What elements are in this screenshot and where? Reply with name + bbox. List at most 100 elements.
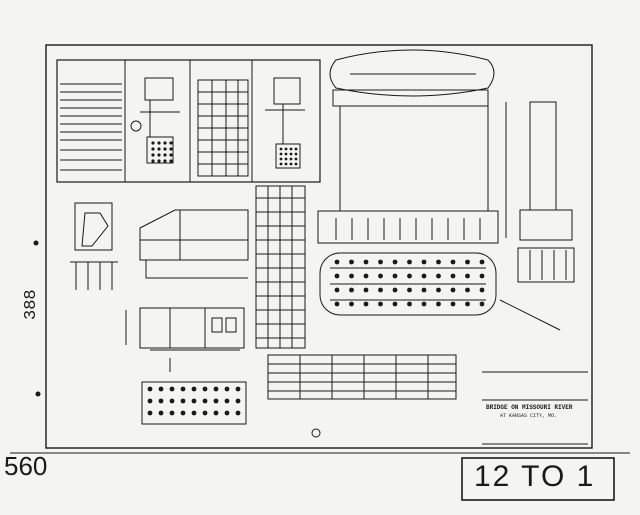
pile-dot [465,259,470,265]
pile-dot [334,287,340,293]
margin-number: 388 [22,289,41,320]
pile-dot [180,398,186,404]
pile-dot [436,273,441,279]
pile-dot [157,159,161,163]
pile-dot [349,273,354,279]
pile-plan [141,381,247,425]
pile-dot [151,141,155,145]
pile-dot [436,301,441,307]
pile-dot [169,386,175,392]
pile-dot [378,301,383,307]
pile-dot [465,273,470,279]
pile-dot [378,273,383,279]
pile-dot [235,410,241,416]
pier-side-view [499,101,575,331]
pile-dot [294,152,298,156]
pile-dot [289,157,293,161]
pile-dot [334,301,340,307]
pile-dot [213,386,219,392]
pile-dot [158,386,164,392]
pile-dot [151,147,155,151]
pile-dot [436,287,441,293]
pile-dot [479,259,485,265]
pile-dot [289,147,293,151]
pile-dot [169,159,173,163]
pile-dot [284,152,288,156]
pile-dot [279,162,283,166]
pile-dot [202,410,208,416]
pile-dot [202,398,208,404]
sheet-number-box [461,457,615,501]
upper-left-schedules [56,59,321,183]
pile-dot [279,152,283,156]
pile-dot [224,386,230,392]
pile-dot [147,398,153,404]
pile-dot [191,410,197,416]
pile-dot [363,301,369,307]
pile-dot [450,301,456,307]
pile-dot [180,386,186,392]
pile-dot [147,386,153,392]
pile-dot [163,153,167,157]
pile-dot [407,273,412,279]
foundation-sections [70,202,249,372]
pile-dot [151,159,155,163]
pile-dot [363,287,369,293]
pile-dot [279,157,283,161]
pile-dot [191,398,197,404]
pile-dot [169,141,173,145]
pile-dot [421,259,427,265]
pile-dot [465,301,470,307]
sheet-border [45,44,593,449]
pile-dot [169,153,173,157]
sheet-number: 12 TO 1 [474,460,596,493]
pile-dot [158,398,164,404]
binding-hole [311,428,321,438]
pile-dot [334,259,340,265]
pile-dot [392,259,398,265]
pile-dot [284,147,288,151]
pile-dot [163,141,167,145]
pile-dot [202,386,208,392]
pile-dot [392,287,398,293]
pile-dot [191,386,197,392]
pile-dot [465,287,470,293]
pile-dot [169,147,173,151]
bottom-schedule-table [267,354,457,400]
pile-dot [349,259,354,265]
pile-dot [224,410,230,416]
pile-dot [349,287,354,293]
pile-dot [294,157,298,161]
pile-dot [279,147,283,151]
pile-dot [163,159,167,163]
pile-dot [450,259,456,265]
pile-dot [436,259,441,265]
pile-dot [157,141,161,145]
pile-dot [378,287,383,293]
pile-dot [407,301,412,307]
pile-dot [284,162,288,166]
title-block-line-1: BRIDGE ON MISSOURI RIVER [486,404,573,411]
pile-dot [235,398,241,404]
pile-dot [407,287,412,293]
pile-dot [479,301,485,307]
pile-dot [169,398,175,404]
middle-schedule-table [255,185,306,349]
pile-dot [421,301,427,307]
pile-dot [479,287,485,293]
pile-dots [147,141,485,416]
pile-dot [421,273,427,279]
title-block [482,371,588,445]
pier-elevation [317,49,499,316]
pile-dot [147,410,153,416]
pile-dot [158,410,164,416]
pile-dot [289,152,293,156]
pile-dot [334,273,340,279]
binding-hole [35,391,41,397]
pile-dot [157,147,161,151]
pile-dot [421,287,427,293]
pile-dot [392,301,398,307]
pile-dot [450,287,456,293]
